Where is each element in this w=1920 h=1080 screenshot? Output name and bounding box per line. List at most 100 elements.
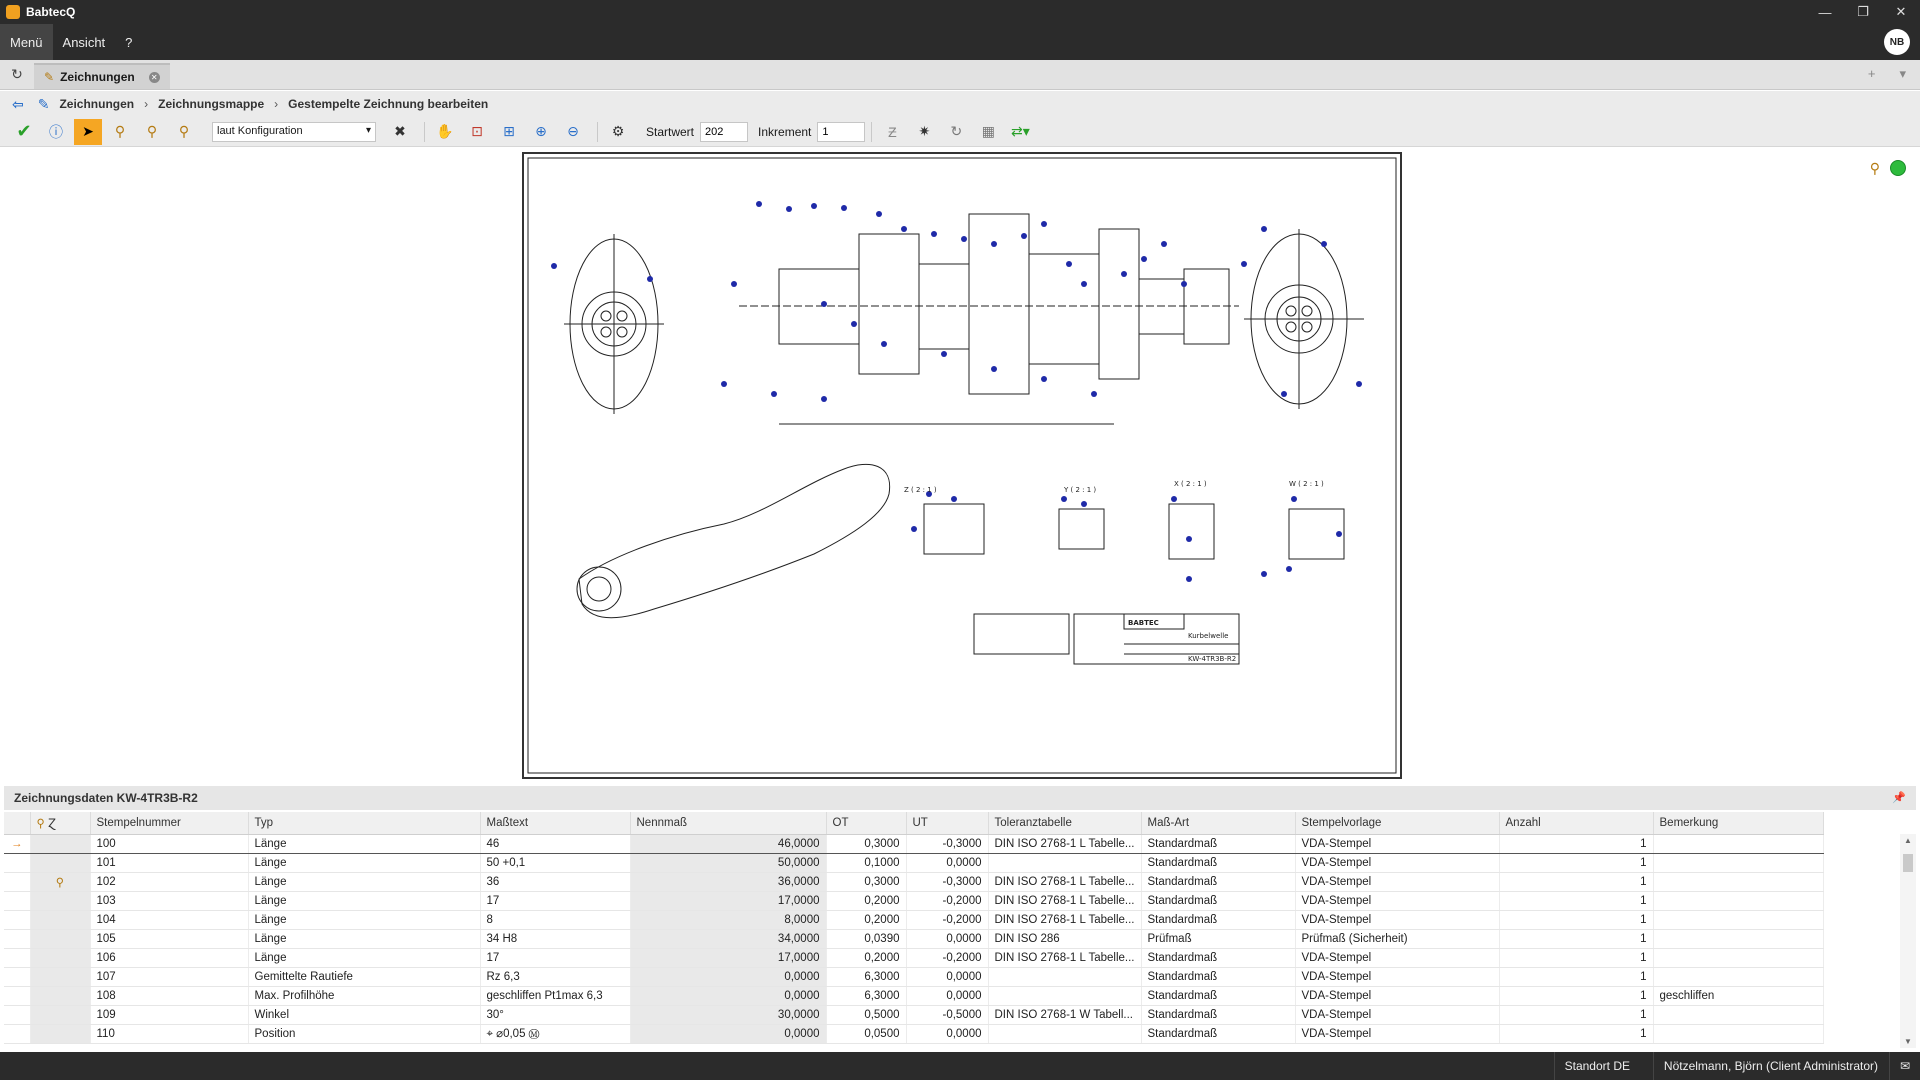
table-cell[interactable] xyxy=(1653,967,1824,987)
column-header-masstext[interactable]: Maßtext xyxy=(480,812,631,835)
table-cell[interactable]: 102 xyxy=(90,872,249,892)
table-cell[interactable]: Länge xyxy=(248,891,481,911)
table-cell[interactable]: 50,0000 xyxy=(630,853,827,873)
column-header-nennmass[interactable]: Nennmaß xyxy=(630,812,827,835)
stamp-column-icons[interactable]: ⚲ Ɀ xyxy=(30,812,91,835)
table-cell[interactable]: 1 xyxy=(1499,910,1654,930)
table-cell[interactable]: 108 xyxy=(90,986,249,1006)
table-cell[interactable] xyxy=(988,986,1142,1006)
table-cell[interactable]: -0,2000 xyxy=(906,891,989,911)
table-cell[interactable]: 0,0000 xyxy=(906,1024,989,1044)
table-cell[interactable]: VDA-Stempel xyxy=(1295,891,1500,911)
table-cell[interactable]: Länge xyxy=(248,948,481,968)
home-icon[interactable]: ↻ xyxy=(11,65,23,82)
table-cell[interactable]: 8 xyxy=(480,910,631,930)
table-cell[interactable]: 30° xyxy=(480,1005,631,1025)
table-cell[interactable]: Standardmaß xyxy=(1141,1024,1296,1044)
table-cell[interactable]: 36,0000 xyxy=(630,872,827,892)
table-cell[interactable]: 0,0390 xyxy=(826,929,907,949)
table-cell[interactable]: Länge xyxy=(248,872,481,892)
table-cell[interactable]: 6,3000 xyxy=(826,986,907,1006)
table-cell[interactable]: Standardmaß xyxy=(1141,853,1296,873)
menu-item-menu[interactable]: Menü xyxy=(0,24,53,60)
scroll-thumb[interactable] xyxy=(1903,854,1913,872)
tab-close-icon[interactable]: ✕ xyxy=(148,71,160,83)
table-cell[interactable]: 0,0000 xyxy=(906,986,989,1006)
table-cell[interactable]: Länge xyxy=(248,929,481,949)
stamp-area-icon[interactable]: ⚲ xyxy=(146,123,158,139)
select-pointer-icon[interactable]: ➤ xyxy=(74,118,102,145)
table-cell[interactable]: 0,0000 xyxy=(906,967,989,987)
table-cell[interactable]: DIN ISO 2768-1 W Tabell... xyxy=(988,1005,1142,1025)
startwert-input[interactable] xyxy=(700,121,749,142)
inkrement-input[interactable] xyxy=(817,121,866,142)
pan-hand-icon[interactable]: ✋ xyxy=(436,123,454,139)
export-dropdown-icon[interactable]: ⇄▾ xyxy=(1010,123,1030,139)
stamp-status-icon[interactable]: ⚲ xyxy=(1869,160,1880,176)
column-header-anzahl[interactable]: Anzahl xyxy=(1499,812,1654,835)
column-header-stempelvorlage[interactable]: Stempelvorlage xyxy=(1295,812,1500,835)
table-cell[interactable] xyxy=(1653,1024,1824,1044)
config-select[interactable]: laut Konfiguration xyxy=(212,121,376,142)
tab-drawings[interactable]: ✎ Zeichnungen ✕ xyxy=(34,63,170,89)
table-cell[interactable]: 0,2000 xyxy=(826,948,907,968)
table-cell[interactable]: 6,3000 xyxy=(826,967,907,987)
table-cell[interactable]: DIN ISO 2768-1 L Tabelle... xyxy=(988,891,1142,911)
table-cell[interactable]: 1 xyxy=(1499,1005,1654,1025)
table-cell[interactable]: 1 xyxy=(1499,872,1654,892)
table-cell[interactable]: -0,3000 xyxy=(906,872,989,892)
mail-icon[interactable]: ✉ xyxy=(1888,1052,1920,1080)
scroll-up-icon[interactable]: ▲ xyxy=(1904,836,1912,845)
table-cell[interactable]: Standardmaß xyxy=(1141,910,1296,930)
table-cell[interactable]: VDA-Stempel xyxy=(1295,948,1500,968)
close-window-button[interactable]: ✕ xyxy=(1895,4,1907,19)
table-cell[interactable]: 1 xyxy=(1499,1024,1654,1044)
tab-list-chevron-icon[interactable]: ▾ xyxy=(1899,66,1906,81)
column-header-toleranztabelle[interactable]: Toleranztabelle xyxy=(988,812,1142,835)
refresh-icon[interactable]: ↻ xyxy=(950,123,963,139)
table-cell[interactable]: 1 xyxy=(1499,891,1654,911)
table-cell[interactable]: 0,1000 xyxy=(826,853,907,873)
table-cell[interactable]: Länge xyxy=(248,853,481,873)
scroll-down-icon[interactable]: ▼ xyxy=(1904,1037,1912,1046)
table-cell[interactable]: Position xyxy=(248,1024,481,1044)
table-cell[interactable]: VDA-Stempel xyxy=(1295,853,1500,873)
table-cell[interactable]: VDA-Stempel xyxy=(1295,986,1500,1006)
table-cell[interactable]: Länge xyxy=(248,833,481,854)
table-cell[interactable]: geschliffen Pt1max 6,3 xyxy=(480,986,631,1006)
zoom-area-icon[interactable]: ⊡ xyxy=(471,123,483,139)
column-header-typ[interactable]: Typ xyxy=(248,812,481,835)
table-cell[interactable]: Prüfmaß (Sicherheit) xyxy=(1295,929,1500,949)
table-cell[interactable]: DIN ISO 2768-1 L Tabelle... xyxy=(988,833,1142,854)
table-cell[interactable]: ⌖ ⌀0,05 Ⓜ xyxy=(480,1024,631,1044)
table-cell[interactable]: 1 xyxy=(1499,967,1654,987)
menu-item-help[interactable]: ? xyxy=(125,34,133,50)
clear-icon[interactable]: ▦ xyxy=(981,123,995,139)
table-cell[interactable]: 46,0000 xyxy=(630,833,827,854)
table-cell[interactable]: VDA-Stempel xyxy=(1295,1005,1500,1025)
table-cell[interactable] xyxy=(1653,872,1824,892)
pin-icon[interactable]: 📌 xyxy=(1892,792,1906,804)
table-cell[interactable]: Prüfmaß xyxy=(1141,929,1296,949)
table-cell[interactable]: Standardmaß xyxy=(1141,891,1296,911)
table-cell[interactable]: 0,0000 xyxy=(906,853,989,873)
column-header-mass-art[interactable]: Maß-Art xyxy=(1141,812,1296,835)
table-cell[interactable] xyxy=(1653,833,1824,854)
table-cell[interactable]: 104 xyxy=(90,910,249,930)
table-cell[interactable] xyxy=(1653,1005,1824,1025)
table-cell[interactable]: Max. Profilhöhe xyxy=(248,986,481,1006)
table-cell[interactable] xyxy=(988,853,1142,873)
table-cell[interactable]: -0,3000 xyxy=(906,833,989,854)
breadcrumb-item-drawings[interactable]: Zeichnungen xyxy=(59,97,135,111)
table-cell[interactable]: 1 xyxy=(1499,929,1654,949)
table-cell[interactable]: 0,3000 xyxy=(826,872,907,892)
